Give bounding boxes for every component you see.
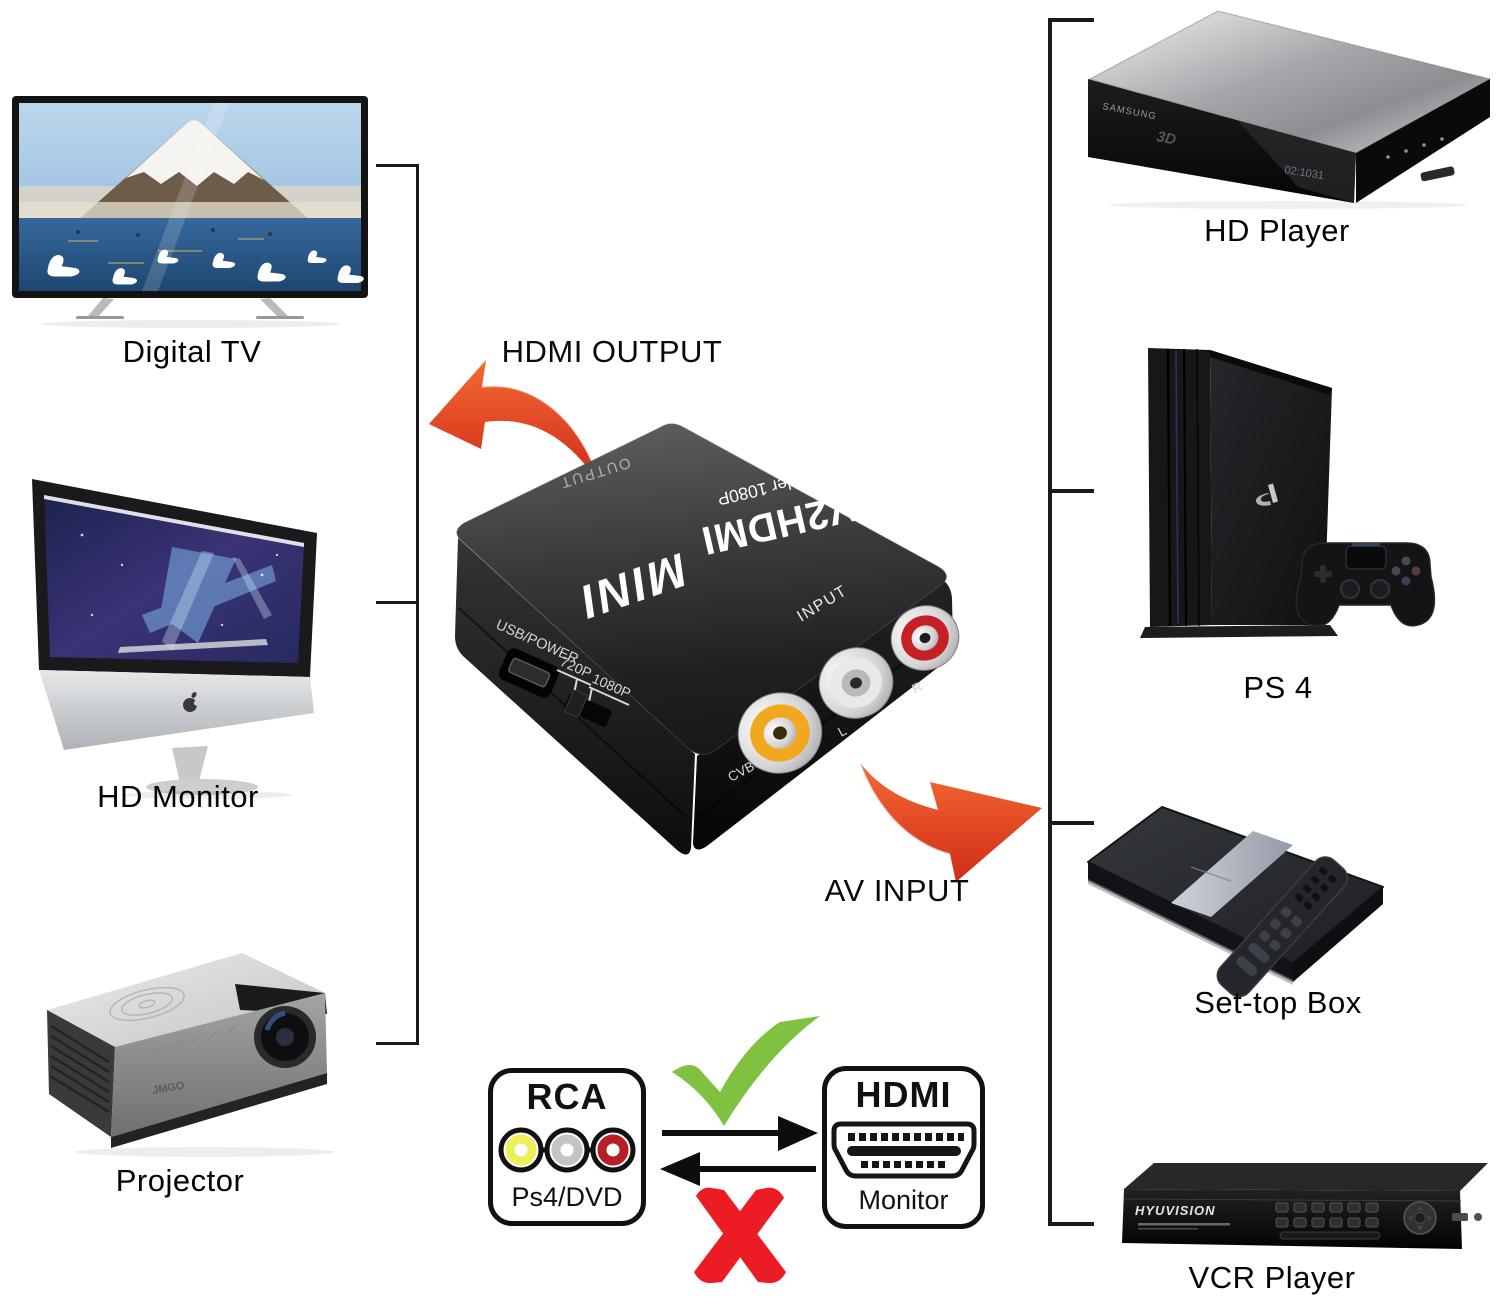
cross-icon [694,1187,786,1284]
hdmi-target-box: HDMI Monitor [822,1066,985,1229]
left-bracket-tick-tv [376,164,419,167]
projector-image: JMGO [47,953,335,1157]
rca-jack-red [890,605,960,671]
set-top-box-label: Set-top Box [1194,985,1362,1020]
resolution-switch [564,689,612,727]
left-bracket-tick-monitor [376,601,419,604]
transfer-arrows [660,1116,818,1186]
hd-monitor-label: HD Monitor [97,779,259,814]
hd-player-image: SAMSUNG 3D 02:1031 [1088,10,1492,209]
digital-tv-image [12,96,368,328]
hd-player-label: HD Player [1204,213,1350,248]
hdmi-subtitle: Monitor [858,1185,949,1215]
rca-subtitle: Ps4/DVD [511,1182,623,1212]
vcr-brand: HYUVISION [1135,1203,1216,1218]
right-bracket-tick-hdplayer [1052,18,1094,22]
rca-source-box: RCA Ps4/DVD [488,1068,646,1226]
hd-player-3d-badge: 3D [1155,128,1177,148]
hd-monitor-image [32,479,317,799]
ps4-controller [1295,542,1436,627]
set-top-box-image [1087,806,1384,998]
rca-jack-yellow [737,692,823,774]
set-top-remote [1216,856,1348,998]
right-bracket-tick-ps4 [1052,489,1094,493]
converter-image: OUTPUT AV2HDMI UP Scaler 1080P MINI USB/… [455,423,960,855]
tv-stand [40,298,340,328]
vcr-player-image: HYUVISION [1122,1163,1488,1249]
ps4-image [1140,348,1436,638]
right-bracket-tick-vcr [1052,1222,1094,1226]
right-bracket-vertical [1048,18,1052,1226]
projector-label: Projector [115,1163,245,1198]
vcr-player-label: VCR Player [1188,1260,1356,1295]
hdmi-plug-icon [831,1121,976,1179]
rca-plugs-icon [498,1127,636,1172]
apple-logo [183,692,200,712]
left-bracket-tick-projector [376,1042,419,1045]
rca-title: RCA [526,1076,608,1117]
converter-r-label: R [909,679,925,697]
ps4-label: PS 4 [1243,670,1313,705]
projector-brand: JMGO [151,1079,185,1097]
ps-logo [1255,483,1278,506]
rca-jack-white [818,647,894,719]
right-bracket-tick-settop [1052,821,1094,825]
hdmi-title: HDMI [855,1074,952,1115]
hdmi-output-arrow [429,360,597,480]
hdmi-output-label: HDMI OUTPUT [501,334,723,369]
av-input-label: AV INPUT [824,873,970,908]
left-bracket-vertical [416,164,419,1045]
check-icon [672,1016,820,1126]
digital-tv-label: Digital TV [122,334,262,369]
av-input-arrow [859,762,1042,882]
